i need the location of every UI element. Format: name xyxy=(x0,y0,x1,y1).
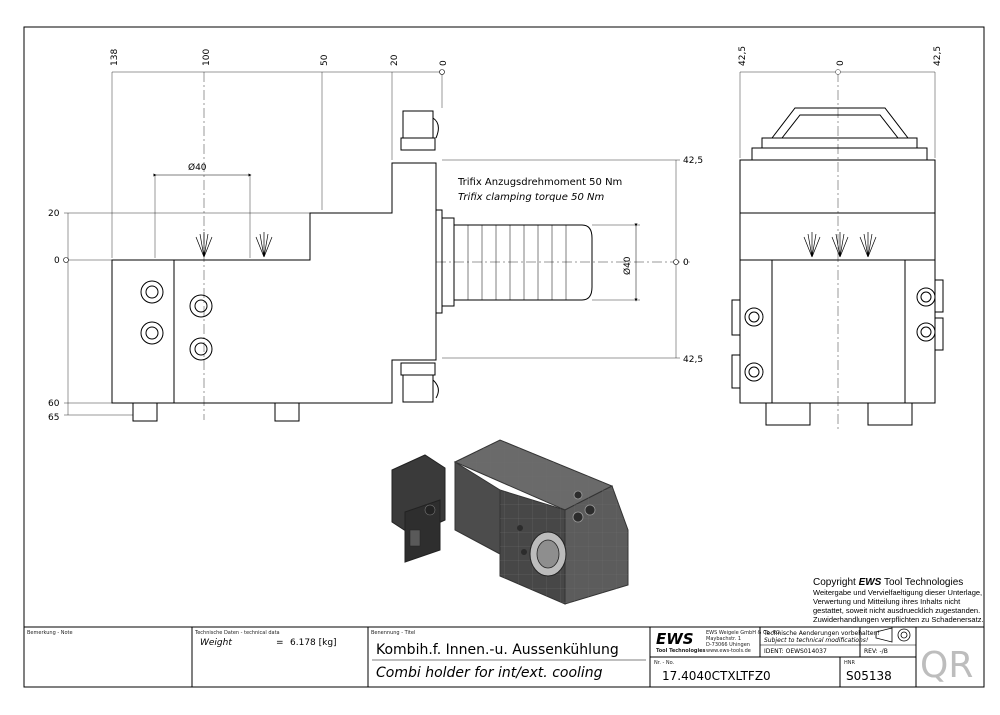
copyright-suffix: Tool Technologies xyxy=(881,577,963,588)
remark-label: Bemerkung - Note xyxy=(27,630,73,636)
dim-20-top: 20 xyxy=(390,54,400,66)
company-line-3: D-73066 Uhingen xyxy=(706,642,750,648)
ident: IDENT: OEWS014037 xyxy=(764,648,827,655)
side-dim-zero: 0 xyxy=(836,60,846,66)
copyright-line-2: Verwertung und Mitteilung ihres Inhalts … xyxy=(813,597,961,606)
copyright-prefix: Copyright xyxy=(813,577,859,588)
weight-value: 6.178 [kg] xyxy=(290,638,337,648)
tech-data-label: Technische Daten - technical data xyxy=(194,630,280,636)
torque-note-de: Trifix Anzugsdrehmoment 50 Nm xyxy=(457,177,622,188)
nr-label: Nr. - No. xyxy=(654,660,675,666)
side-dim-left: 42,5 xyxy=(738,46,748,66)
hnr-label: HNR xyxy=(844,660,856,666)
copyright-block: Copyright EWS Tool Technologies Weiterga… xyxy=(813,577,984,624)
company-line-1: EWS Weigele GmbH & Co. KG xyxy=(706,630,780,636)
copyright-line-4: Zuwiderhandlungen verpflichten zu Schade… xyxy=(813,615,984,624)
dim-right-top: 42,5 xyxy=(683,156,703,166)
front-view xyxy=(111,110,593,422)
change-note-de: Technische Aenderungen vorbehalten! xyxy=(763,630,880,637)
revision: REV: -/B xyxy=(864,648,888,655)
dim-138: 138 xyxy=(110,49,120,66)
company-line-4: www.ews-tools.de xyxy=(706,648,751,654)
torque-note-en: Trifix clamping torque 50 Nm xyxy=(458,192,604,203)
dim-50: 50 xyxy=(320,54,330,66)
part-number: 17.4040CTXLTFZ0 xyxy=(662,669,771,683)
ews-logo: EWS Tool Technologies xyxy=(656,630,706,654)
svg-text:Copyright EWS Tool Technologie: Copyright EWS Tool Technologies xyxy=(813,577,963,588)
company-line-2: Maybachstr. 1 xyxy=(706,636,741,642)
side-dimension-lines xyxy=(739,69,936,430)
dim-20-left: 20 xyxy=(48,209,60,219)
copyright-brand: EWS xyxy=(859,577,882,588)
dim-0-left: 0 xyxy=(54,256,60,266)
dim-diameter-upper: Ø40 xyxy=(188,162,207,173)
weight-eq: = xyxy=(276,638,284,648)
title-de: Kombih.f. Innen.-u. Aussenkühlung xyxy=(376,642,619,658)
dim-right-bottom: 42,5 xyxy=(683,355,703,365)
front-dimension-lines xyxy=(63,69,690,420)
drawing-frame xyxy=(23,26,985,688)
isometric-rendering xyxy=(391,439,629,605)
hnr-number: S05138 xyxy=(846,669,892,683)
logo-sub: Tool Technologies xyxy=(656,648,706,654)
title-en: Combi holder for int/ext. cooling xyxy=(376,665,603,681)
logo-text: EWS xyxy=(656,630,694,648)
dim-100: 100 xyxy=(202,49,212,66)
copyright-line-1: Weitergabe und Vervielfaeltigung dieser … xyxy=(813,588,982,597)
copyright-line-3: gestattet, soweit nicht ausdruecklich zu… xyxy=(813,606,980,615)
dim-diameter-spindle: Ø40 xyxy=(622,256,633,275)
change-note-en: Subject to technical modifications! xyxy=(764,637,868,644)
side-dim-right: 42,5 xyxy=(933,46,943,66)
dim-0-top: 0 xyxy=(439,60,449,66)
title-block-grid xyxy=(24,626,984,687)
title-label: Benennung - Titel xyxy=(371,630,415,636)
weight-label: Weight xyxy=(200,638,232,648)
dim-right-zero: 0 xyxy=(683,258,689,268)
projection-symbol-icon xyxy=(875,627,911,643)
dim-60-left: 60 xyxy=(48,399,60,409)
qr-placeholder: QR xyxy=(920,645,973,686)
dim-65-left: 65 xyxy=(48,413,59,423)
side-view xyxy=(731,107,944,426)
